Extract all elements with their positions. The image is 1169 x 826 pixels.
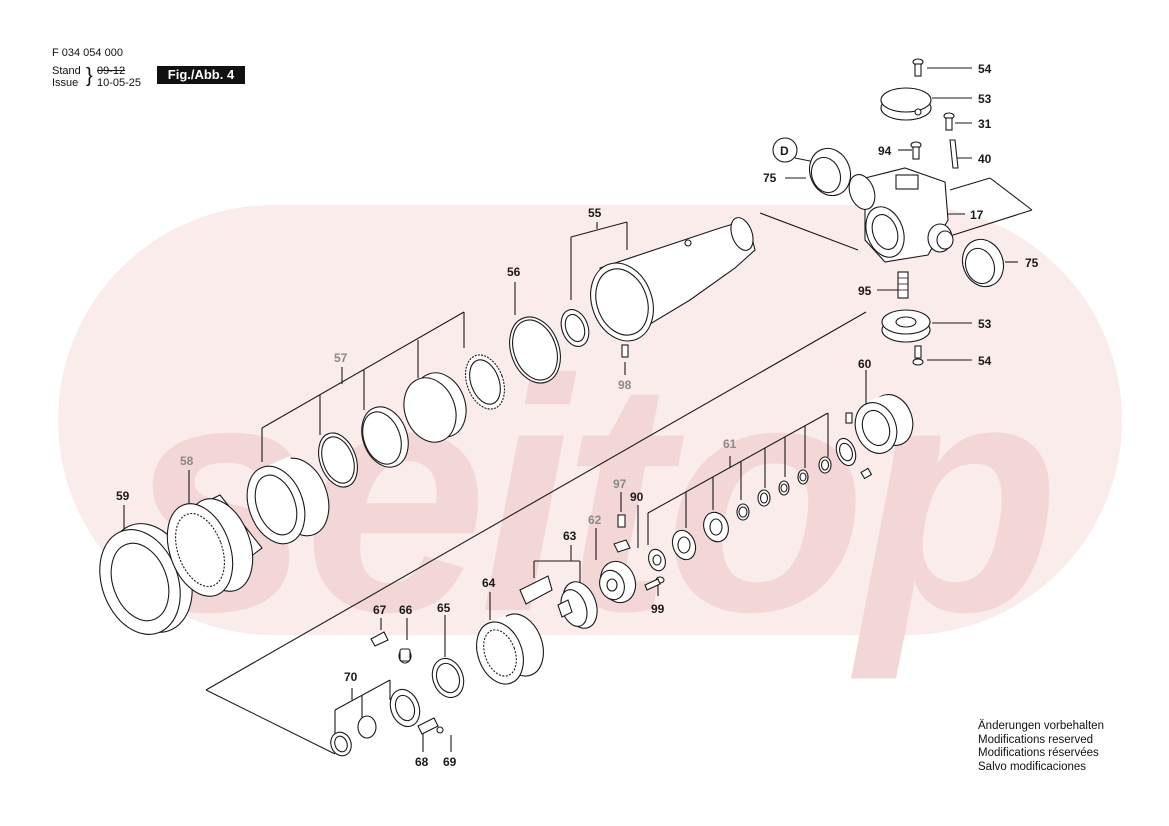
note-fr: Modifications réservées (978, 747, 1099, 759)
callout-70: 70 (344, 670, 358, 684)
callout-95: 95 (858, 284, 872, 298)
part-99-screw (644, 576, 665, 591)
callout-68: 68 (415, 755, 429, 769)
part-57-sleeve (246, 354, 505, 545)
callout-64: 64 (482, 576, 496, 590)
callout-69: 69 (443, 755, 457, 769)
part-75-ring-right (961, 238, 1005, 288)
part-56-ring (509, 309, 590, 384)
header-new-date: 10-05-25 (97, 77, 142, 89)
part-70-spindle-assembly (330, 688, 421, 757)
note-en: Modifications reserved (978, 733, 1094, 746)
callout-63: 63 (563, 529, 577, 543)
header-stand-label: Stand (52, 65, 81, 77)
part-55-housing (590, 217, 756, 358)
callout-d: D (780, 144, 789, 158)
part-60-bearing-housing (845, 394, 914, 480)
part-63-planet-carrier (519, 575, 598, 629)
callout-65: 65 (437, 601, 451, 615)
part-67-pin (370, 631, 389, 647)
callout-40: 40 (978, 152, 992, 166)
callout-56: 56 (507, 265, 521, 279)
callout-57: 57 (334, 351, 348, 365)
callout-61: 61 (723, 437, 737, 451)
part-58-threaded-sleeve (166, 494, 263, 597)
callout-53-top: 53 (978, 92, 992, 106)
part-61-gear-train (648, 437, 857, 572)
part-54-screw-bottom (912, 345, 924, 366)
figure-label: Fig./Abb. 4 (157, 66, 245, 84)
part-53-cap-top (880, 87, 932, 121)
callout-59: 59 (116, 489, 130, 503)
part-75-ring-top (808, 147, 852, 197)
modifications-notes: Änderungen vorbehalten Modifications res… (978, 720, 1104, 774)
callout-75-left: 75 (763, 171, 777, 185)
callout-90: 90 (630, 490, 644, 504)
part-54-screw-top (912, 58, 924, 77)
callout-17: 17 (970, 208, 984, 222)
callout-67: 67 (373, 603, 387, 617)
part-66-bushing (398, 648, 412, 664)
part-31-screw (943, 112, 955, 131)
part-59-end-ring (99, 523, 193, 635)
part-17-angle-head (848, 167, 954, 299)
part-65-threaded-ring (431, 657, 465, 699)
callout-31: 31 (978, 117, 992, 131)
callout-54-top: 54 (978, 62, 992, 76)
callout-98: 98 (618, 378, 632, 392)
callout-97: 97 (613, 477, 627, 491)
part-69-ball (436, 726, 444, 734)
part-94-screw (910, 141, 922, 160)
header-old-date: 09-12 (97, 65, 126, 77)
callout-55: 55 (588, 206, 602, 220)
part-97-screw (617, 514, 626, 528)
callout-66: 66 (399, 603, 413, 617)
callout-54-bottom: 54 (978, 354, 992, 368)
header-part-number: F 034 054 000 (52, 47, 123, 59)
callout-60: 60 (858, 357, 872, 371)
header-brace: } (86, 65, 93, 87)
callout-94: 94 (878, 144, 892, 158)
note-es: Salvo modificaciones (978, 760, 1087, 773)
callout-62: 62 (588, 513, 602, 527)
part-40-pin (949, 139, 959, 169)
part-90-key (613, 539, 631, 553)
header-issue-label: Issue (52, 77, 79, 89)
part-64-ring-gear (476, 613, 544, 685)
watermark: seitop (58, 205, 1122, 682)
part-68-clip (417, 717, 439, 735)
detail-d-marker (772, 137, 798, 163)
callout-58: 58 (180, 454, 194, 468)
part-53-cap-bottom (881, 309, 931, 343)
callout-53-bottom: 53 (978, 317, 992, 331)
callout-99: 99 (651, 602, 665, 616)
note-de: Änderungen vorbehalten (978, 720, 1104, 732)
callout-75-right: 75 (1025, 256, 1039, 270)
part-62-flange (599, 560, 637, 604)
